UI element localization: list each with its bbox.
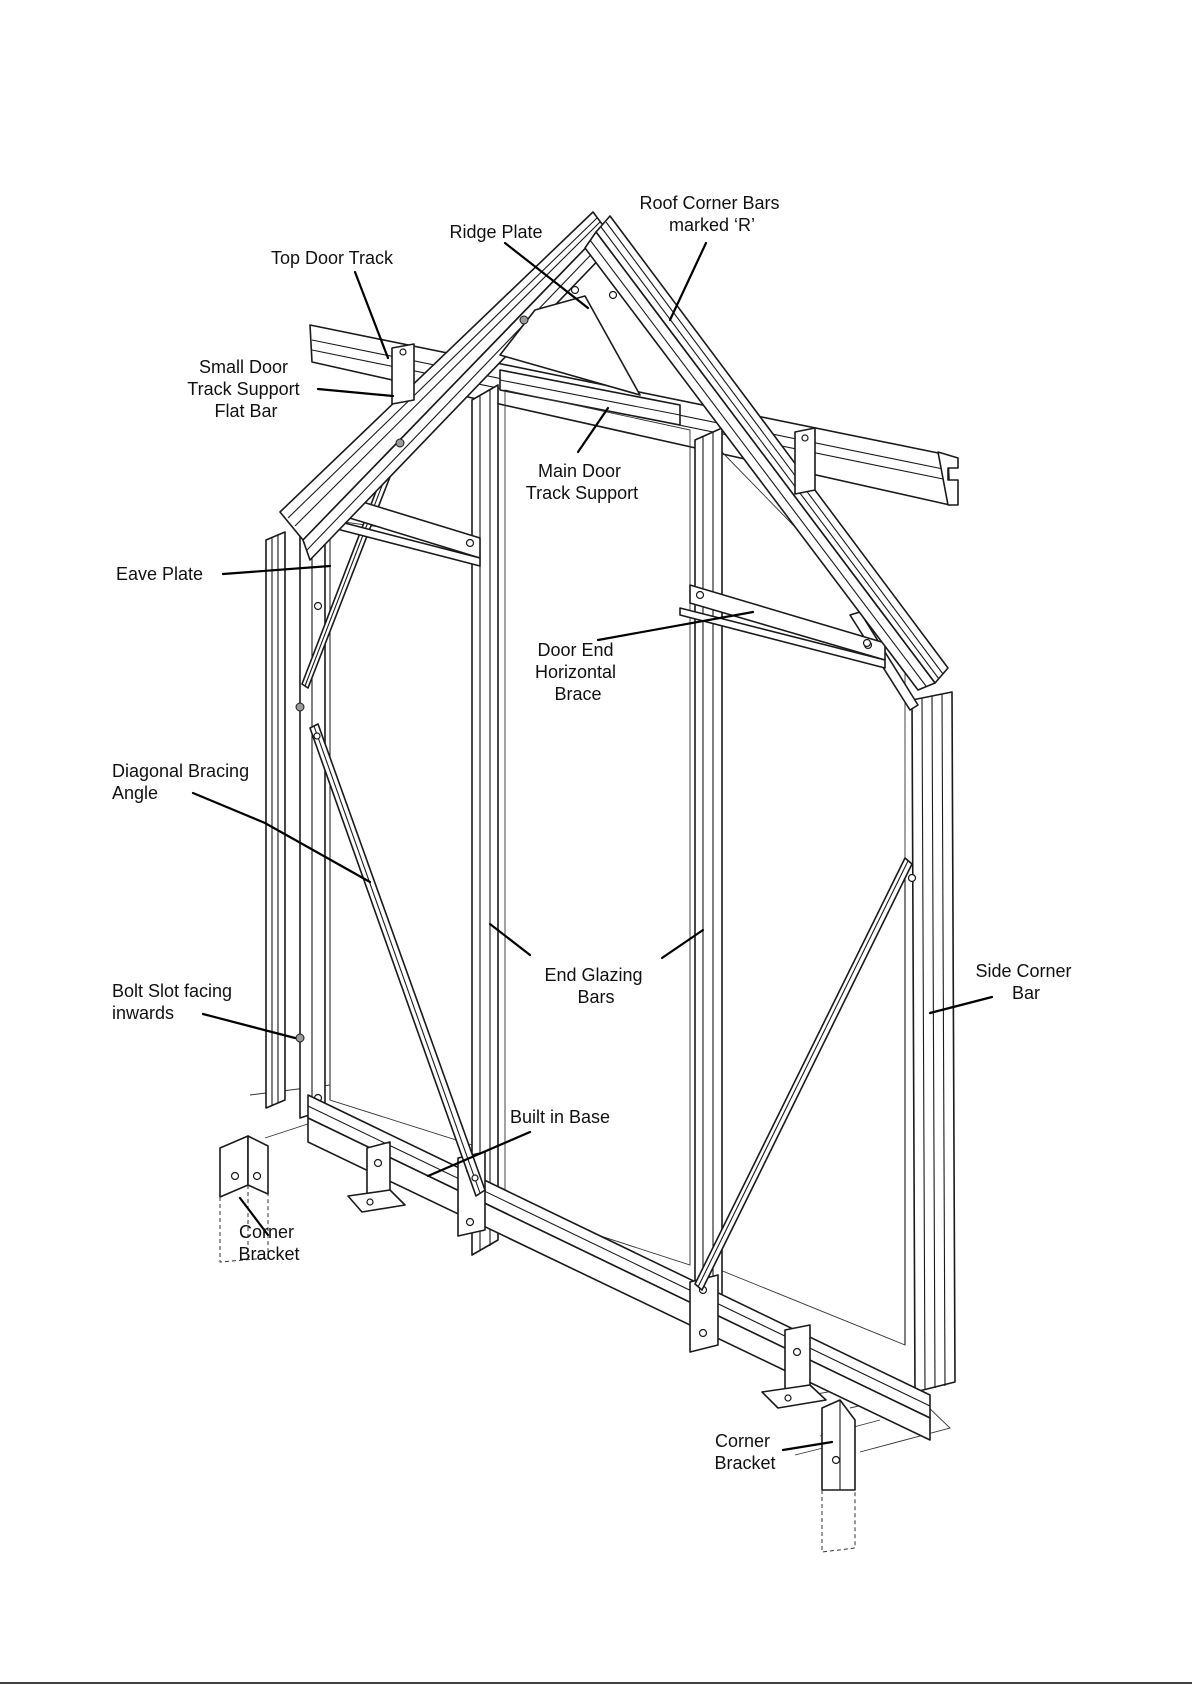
label-main-door-track-support: Main Door Track Support xyxy=(526,461,638,503)
end-glazing-bar-right xyxy=(695,428,722,1342)
label-corner-bracket-right: Corner Bracket xyxy=(714,1431,775,1473)
right-door-track-support xyxy=(795,428,815,494)
label-end-glazing-bars: End Glazing Bars xyxy=(544,965,647,1007)
small-door-track-support xyxy=(392,344,414,404)
label-built-in-base: Built in Base xyxy=(510,1107,610,1127)
left-side-corner-bar xyxy=(266,532,285,1108)
leader-roof-corner-bars xyxy=(670,243,706,320)
label-roof-corner-bars: Roof Corner Bars marked ‘R’ xyxy=(639,193,784,235)
label-ridge-plate: Ridge Plate xyxy=(449,222,542,242)
left-upright xyxy=(300,512,330,1118)
label-bolt-slot: Bolt Slot facing inwards xyxy=(112,981,237,1023)
label-door-end-horizontal-brace: Door End Horizontal Brace xyxy=(535,640,621,704)
end-glazing-bar-left xyxy=(472,385,498,1255)
label-eave-plate: Eave Plate xyxy=(116,564,203,584)
leader-small-door-track-support xyxy=(318,389,393,396)
diagonal-bracing-right xyxy=(695,858,912,1290)
label-diagonal-bracing-angle: Diagonal Bracing Angle xyxy=(112,761,254,803)
built-in-base xyxy=(308,1095,930,1440)
right-side-corner-bar xyxy=(905,692,955,1392)
corner-bracket-right xyxy=(822,1400,855,1552)
label-small-door-track-support: Small Door Track Support Flat Bar xyxy=(187,357,304,421)
label-top-door-track: Top Door Track xyxy=(271,248,394,268)
